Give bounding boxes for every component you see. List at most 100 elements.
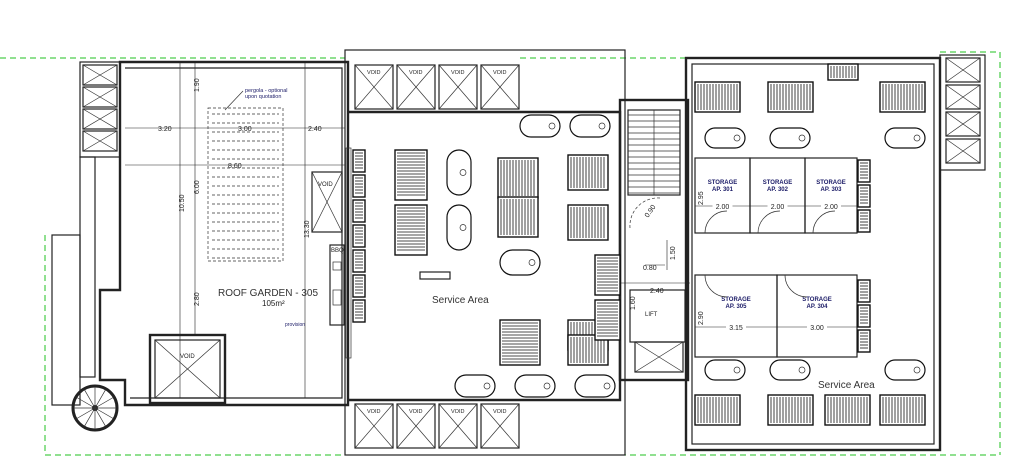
sun-lounger-icon	[857, 184, 871, 208]
storage-width: 3.00	[810, 325, 824, 332]
spiral-stair-icon	[71, 384, 119, 432]
void-label: VOID	[409, 70, 422, 76]
sun-lounger-icon	[497, 157, 539, 199]
water-tank-icon	[704, 359, 746, 381]
void-box	[438, 64, 478, 110]
pergola-note: upon quotation	[245, 94, 281, 100]
dim-label: 0.80	[643, 265, 657, 272]
void-box	[396, 403, 436, 449]
storage-width: 2.00	[771, 204, 785, 211]
water-tank-icon	[704, 127, 746, 149]
dimension-labels: 3.20 3.00 2.40 8.60 1.90 10.50 6.00 13.3…	[158, 78, 322, 306]
water-tank-icon	[499, 249, 541, 276]
void-label: VOID	[493, 409, 506, 415]
dim-label: 3.20	[158, 126, 172, 133]
pergola	[207, 107, 284, 262]
dimension-lines	[125, 62, 345, 398]
sun-lounger-icon	[767, 394, 814, 426]
storage-title: STORAGE	[708, 180, 738, 186]
void-label: VOID	[367, 70, 380, 76]
water-tank-icon	[519, 114, 561, 138]
sun-lounger-icon	[857, 304, 871, 328]
sun-lounger-icon	[352, 299, 366, 323]
storage-room	[694, 274, 778, 358]
sun-lounger-icon	[352, 199, 366, 223]
equipment	[352, 63, 926, 426]
void-strip	[82, 64, 118, 152]
vent-grille	[419, 271, 451, 280]
void-box	[396, 64, 436, 110]
void-box	[480, 403, 520, 449]
void-box	[945, 111, 981, 137]
sun-lounger-icon	[352, 149, 366, 173]
dim-label: 1.60	[630, 296, 637, 310]
void-box	[148, 333, 227, 405]
void-box	[945, 57, 981, 83]
water-tank-icon	[569, 114, 611, 138]
water-tank-icon	[769, 127, 811, 149]
sun-lounger-icon	[879, 394, 926, 426]
storage-unit: AP. 302	[767, 187, 789, 193]
sun-lounger-icon	[827, 63, 859, 81]
service-area-label: Service Area	[432, 295, 489, 306]
storage-width: 2.00	[824, 204, 838, 211]
storage-room	[749, 157, 806, 234]
void-box	[945, 84, 981, 110]
sun-lounger-icon	[857, 279, 871, 303]
roof-garden-name: ROOF GARDEN - 305	[218, 288, 318, 299]
dim-label: 1.50	[670, 246, 677, 260]
sun-lounger-icon	[694, 81, 741, 113]
storage-unit: AP. 305	[726, 304, 748, 310]
void-box	[354, 403, 394, 449]
sun-lounger-icon	[767, 81, 814, 113]
dim-label: 0.90	[644, 204, 658, 219]
sun-lounger-icon	[352, 274, 366, 298]
dim-label: 13.30	[304, 220, 311, 238]
void-box	[82, 64, 118, 86]
dim-label: 10.50	[179, 194, 186, 212]
sun-lounger-icon	[394, 149, 428, 201]
void-box	[82, 130, 118, 152]
pergola-note: pergola - optional	[245, 88, 288, 94]
right-service-walls	[684, 54, 986, 452]
sun-lounger-icon	[594, 299, 621, 341]
lift-label: LIFT	[645, 312, 658, 318]
bbq-counter	[311, 147, 352, 359]
water-tank-icon	[454, 374, 496, 398]
void-strip	[945, 57, 981, 164]
dim-label: 2.95	[698, 191, 705, 205]
dim-label: 2.40	[650, 288, 664, 295]
void-box	[945, 138, 981, 164]
service-area-label: Service Area	[818, 380, 875, 391]
storage-width: 2.00	[716, 204, 730, 211]
sun-lounger-icon	[497, 196, 539, 238]
dim-label: 2.90	[698, 311, 705, 325]
roof-garden-area: 105m²	[262, 299, 285, 308]
sun-lounger-icon	[352, 249, 366, 273]
void-label: VOID	[318, 182, 333, 188]
water-tank-icon	[769, 359, 811, 381]
roof-garden-walls	[51, 60, 350, 407]
sun-lounger-icon	[594, 254, 621, 296]
void-box	[354, 64, 394, 110]
void-box	[438, 403, 478, 449]
sun-lounger-icon	[352, 224, 366, 248]
sun-lounger-icon	[857, 159, 871, 183]
sun-lounger-icon	[694, 394, 741, 426]
dim-label: 6.00	[194, 180, 201, 194]
storage-unit: AP. 301	[712, 187, 734, 193]
sun-lounger-icon	[857, 209, 871, 233]
water-tank-icon	[446, 149, 472, 196]
dim-label: 8.60	[228, 163, 242, 170]
sun-lounger-icon	[567, 204, 609, 241]
void-label: VOID	[409, 409, 422, 415]
pergola-leader	[224, 90, 244, 111]
void-label: VOID	[367, 409, 380, 415]
dim-label: 1.90	[194, 78, 201, 92]
water-tank-icon	[884, 359, 926, 381]
provision-label: provision	[285, 322, 305, 328]
water-tank-icon	[514, 374, 556, 398]
